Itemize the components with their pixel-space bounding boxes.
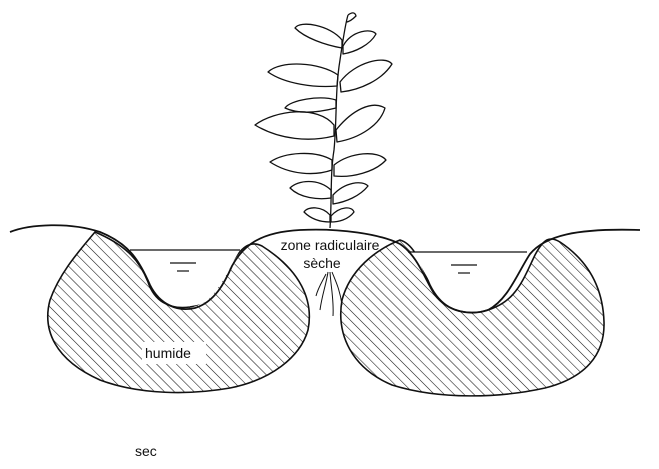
plant-illustration <box>255 13 392 228</box>
label-wet: humide <box>145 345 191 361</box>
label-dry: sec <box>135 443 157 459</box>
label-root-zone-line1: zone radiculaire <box>281 237 380 253</box>
label-root-zone-line2: sèche <box>303 255 341 271</box>
plant-roots <box>316 272 342 316</box>
